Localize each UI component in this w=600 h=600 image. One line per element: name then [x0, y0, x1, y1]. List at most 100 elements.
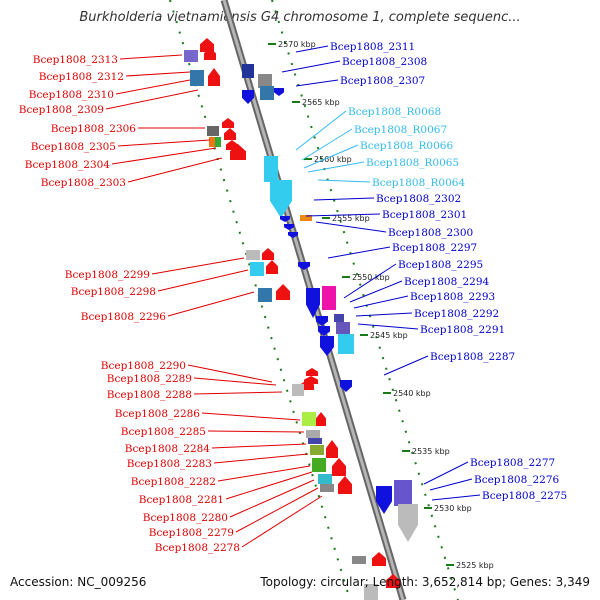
gene-arrow-down: [298, 262, 310, 270]
leader-line: [295, 79, 339, 87]
gene-label-left[interactable]: Bcep1808_2285: [121, 426, 206, 438]
gene-label-left[interactable]: Bcep1808_2309: [19, 104, 104, 116]
gene-label-left[interactable]: Bcep1808_2280: [143, 512, 228, 524]
gene-label-left[interactable]: Bcep1808_2279: [149, 527, 234, 539]
rna-label-right[interactable]: Bcep1808_R0067: [354, 124, 447, 136]
gene-box: [364, 584, 378, 600]
gene-label-left[interactable]: Bcep1808_2305: [31, 141, 116, 153]
gene-box: [312, 458, 326, 472]
gene-label-left[interactable]: Bcep1808_2290: [101, 360, 186, 372]
gene-arrow-down: [242, 90, 254, 104]
gene-arrow-down: [320, 336, 334, 356]
tick-label: 2550 kbp: [352, 273, 390, 282]
leader-line: [295, 45, 329, 53]
gene-label-right[interactable]: Bcep1808_2275: [482, 490, 567, 502]
gene-label-left[interactable]: Bcep1808_2306: [51, 123, 137, 135]
gene-label-left[interactable]: Bcep1808_2298: [71, 286, 156, 298]
rna-label-right[interactable]: Bcep1808_R0065: [366, 157, 459, 169]
gene-box: [320, 484, 334, 492]
gene-label-left[interactable]: Bcep1808_2281: [139, 494, 224, 506]
leader-line: [235, 487, 319, 533]
gene-arrow-up: [332, 458, 346, 476]
leader-line: [201, 412, 301, 421]
gene-label-left[interactable]: Bcep1808_2278: [155, 542, 240, 554]
gene-label-right[interactable]: Bcep1808_2302: [376, 193, 461, 205]
gene-label-right[interactable]: Bcep1808_2308: [342, 56, 427, 68]
rna-label-right[interactable]: Bcep1808_R0068: [348, 106, 441, 118]
gene-box: [190, 70, 204, 86]
gene-label-left[interactable]: Bcep1808_2313: [33, 54, 118, 66]
gene-label-right[interactable]: Bcep1808_2297: [392, 242, 477, 254]
gene-box: [184, 50, 198, 62]
leader-line: [301, 128, 353, 161]
gene-label-left[interactable]: Bcep1808_2299: [65, 269, 150, 281]
leader-line: [157, 269, 249, 292]
leader-line: [241, 495, 323, 548]
leader-line: [213, 453, 309, 464]
gene-label-left[interactable]: Bcep1808_2286: [115, 408, 201, 420]
gene-arrow-up: [338, 476, 352, 494]
gene-box: [334, 314, 344, 322]
gene-box: [207, 126, 219, 136]
rna-label-right[interactable]: Bcep1808_R0066: [360, 140, 453, 152]
gene-label-left[interactable]: Bcep1808_2289: [107, 373, 192, 385]
gene-label-right[interactable]: Bcep1808_2301: [382, 209, 467, 221]
gene-label-left[interactable]: Bcep1808_2310: [29, 89, 114, 101]
gene-box: [209, 137, 215, 147]
gene-arrow-down: [398, 504, 418, 542]
leader-line: [193, 391, 283, 395]
gene-label-right[interactable]: Bcep1808_2277: [470, 457, 555, 469]
tick-label: 2555 kbp: [332, 214, 370, 223]
gene-label-left[interactable]: Bcep1808_2282: [131, 476, 216, 488]
gene-arrow-up: [208, 68, 220, 86]
gene-arrow-up: [386, 574, 400, 588]
gene-box: [302, 412, 316, 426]
gene-box: [292, 384, 304, 396]
leader-line: [313, 197, 375, 201]
gene-label-left[interactable]: Bcep1808_2312: [39, 71, 124, 83]
leader-line: [295, 110, 347, 151]
gene-label-left[interactable]: Bcep1808_2304: [25, 159, 111, 171]
map-title: Burkholderia vietnamiensis G4 chromosome…: [79, 10, 521, 25]
leader-line: [353, 295, 409, 309]
tick-label: 2565 kbp: [302, 98, 340, 107]
sequence-summary: Topology: circular; Length: 3,652,814 bp…: [260, 575, 590, 589]
leader-line: [119, 54, 183, 60]
gene-label-right[interactable]: Bcep1808_2294: [404, 276, 490, 288]
gene-label-right[interactable]: Bcep1808_2287: [430, 351, 515, 363]
gene-label-left[interactable]: Bcep1808_2288: [107, 389, 192, 401]
gene-arrow-up: [306, 368, 318, 376]
leader-line: [151, 257, 245, 275]
gene-label-left[interactable]: Bcep1808_2283: [127, 458, 212, 470]
leader-line: [115, 79, 191, 95]
gene-label-right[interactable]: Bcep1808_2293: [410, 291, 495, 303]
rna-label-right[interactable]: Bcep1808_R0064: [372, 177, 465, 189]
gene-arrow-up: [316, 412, 326, 426]
gene-box: [242, 64, 254, 78]
leader-line: [111, 147, 217, 165]
gene-label-right[interactable]: Bcep1808_2291: [420, 324, 505, 336]
tick-label: 2530 kbp: [434, 504, 472, 513]
gene-box: [215, 137, 221, 147]
leader-line: [317, 179, 371, 183]
leader-line: [187, 364, 273, 383]
leader-line: [127, 157, 223, 183]
gene-box: [250, 262, 264, 276]
gene-label-right[interactable]: Bcep1808_2307: [340, 75, 425, 87]
gene-label-left[interactable]: Bcep1808_2296: [81, 311, 167, 323]
tick-label: 2535 kbp: [412, 447, 450, 456]
gene-label-right[interactable]: Bcep1808_2276: [474, 474, 560, 486]
gene-label-left[interactable]: Bcep1808_2303: [41, 177, 126, 189]
gene-label-right[interactable]: Bcep1808_2292: [414, 308, 499, 320]
leader-line: [305, 213, 381, 217]
gene-label-right[interactable]: Bcep1808_2300: [388, 227, 473, 239]
leader-line: [303, 144, 359, 169]
gene-label-right[interactable]: Bcep1808_2311: [330, 41, 415, 53]
gene-label-right[interactable]: Bcep1808_2295: [398, 259, 483, 271]
gene-arrow-up: [276, 284, 290, 300]
tick-label: 2570 kbp: [278, 40, 316, 49]
leader-line: [229, 479, 315, 518]
gene-label-left[interactable]: Bcep1808_2284: [125, 443, 211, 455]
